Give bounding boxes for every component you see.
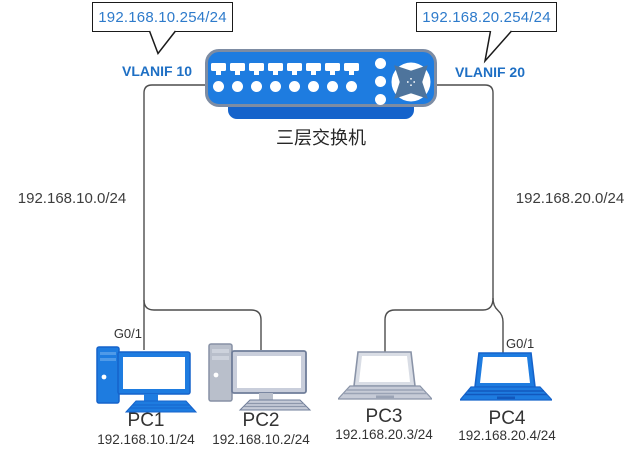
link-switch-pc3	[384, 297, 494, 352]
led-icon	[289, 81, 300, 92]
layer3-switch	[205, 49, 437, 107]
rj45-port-icon	[306, 63, 321, 75]
vlanif10-label: VLANIF 10	[121, 63, 192, 79]
subnet-left-label: 192.168.10.0/24	[17, 190, 127, 207]
pc4-laptop-icon	[460, 352, 552, 401]
rj45-port-icon	[211, 63, 226, 75]
callout-vlanif10-ip: 192.168.10.254/24	[92, 2, 233, 32]
switch-stand	[228, 103, 414, 119]
led-icon	[346, 81, 357, 92]
switch-name-label: 三层交换机	[276, 128, 366, 148]
callout-vlanif20-ip: 192.168.20.254/24	[416, 2, 557, 32]
rj45-port-icon	[344, 63, 359, 75]
pc3-ip: 192.168.20.3/24	[335, 427, 433, 442]
led-icon	[327, 81, 338, 92]
vlanif20-label: VLANIF 20	[454, 64, 525, 80]
pc1-desktop-icon	[96, 346, 198, 413]
led-icon	[308, 81, 319, 92]
pc3-name: PC3	[365, 406, 403, 427]
rj45-port-icon	[325, 63, 340, 75]
switch-port-row	[211, 63, 359, 75]
pc1-port-label: G0/1	[113, 326, 142, 341]
rj45-port-icon	[268, 63, 283, 75]
pc1-name: PC1	[127, 410, 165, 431]
led-icon	[375, 94, 386, 105]
led-icon	[213, 81, 224, 92]
led-icon	[251, 81, 262, 92]
subnet-right-label: 192.168.20.0/24	[515, 190, 625, 207]
pc4-name: PC4	[488, 408, 526, 429]
rj45-port-icon	[287, 63, 302, 75]
switch-led-row	[213, 81, 357, 92]
callout-tail-right	[483, 30, 513, 64]
led-icon	[270, 81, 281, 92]
link-switch-pc4	[437, 84, 504, 355]
callout-tail-left	[148, 30, 177, 56]
led-icon	[375, 58, 386, 69]
pc4-port-label: G0/1	[506, 336, 535, 351]
pc1-ip: 192.168.10.1/24	[97, 432, 195, 447]
link-switch-pc1	[143, 84, 205, 350]
callout-vlanif20-ip-text: 192.168.20.254/24	[422, 8, 551, 26]
switch-led-column	[375, 58, 386, 105]
rj45-port-icon	[249, 63, 264, 75]
rj45-port-icon	[230, 63, 245, 75]
pc2-name: PC2	[242, 410, 280, 431]
led-icon	[232, 81, 243, 92]
pc4-ip: 192.168.20.4/24	[458, 428, 556, 443]
routing-crossed-arrows-icon	[391, 62, 431, 102]
pc2-ip: 192.168.10.2/24	[212, 432, 310, 447]
pc2-desktop-icon	[208, 343, 312, 411]
callout-vlanif10-ip-text: 192.168.10.254/24	[98, 8, 227, 26]
pc3-laptop-icon	[338, 351, 432, 400]
led-icon	[375, 76, 386, 87]
